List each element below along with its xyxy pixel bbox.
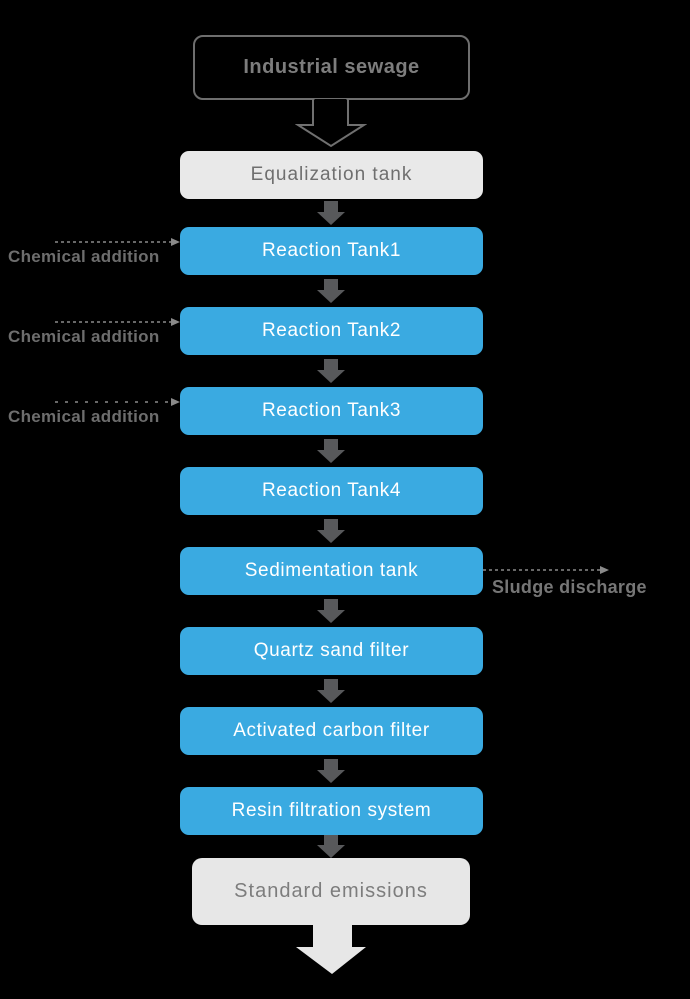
node-reaction-tank-4: Reaction Tank4 <box>180 467 483 515</box>
node-industrial-sewage-label: Industrial sewage <box>243 56 420 78</box>
down-arrow-icon <box>317 679 345 703</box>
node-reaction-tank-3-label: Reaction Tank3 <box>261 400 402 421</box>
node-industrial-sewage: Industrial sewage <box>193 35 470 100</box>
down-arrow-icon <box>317 834 345 858</box>
node-equalization-tank: Equalization tank <box>180 151 483 199</box>
dashed-arrow-right-icon <box>55 398 180 406</box>
node-reaction-tank-2-label: Reaction Tank2 <box>261 320 402 341</box>
hollow-down-arrow-icon <box>295 99 367 148</box>
down-arrow-icon <box>317 359 345 383</box>
label-sludge-discharge: Sludge discharge <box>492 576 662 598</box>
dashed-arrow-right-icon <box>55 238 180 246</box>
big-down-arrow-icon <box>296 925 366 974</box>
node-sedimentation-tank: Sedimentation tank <box>180 547 483 595</box>
node-reaction-tank-4-label: Reaction Tank4 <box>261 480 402 501</box>
node-resin-filtration-system: Resin filtration system <box>180 787 483 835</box>
down-arrow-icon <box>317 759 345 783</box>
node-reaction-tank-1: Reaction Tank1 <box>180 227 483 275</box>
node-resin-filtration-system-label: Resin filtration system <box>231 800 432 821</box>
node-activated-carbon-filter: Activated carbon filter <box>180 707 483 755</box>
label-chemical-addition-3-text: Chemical addition <box>8 407 160 426</box>
node-equalization-tank-label: Equalization tank <box>250 164 413 185</box>
node-sedimentation-tank-label: Sedimentation tank <box>244 560 419 581</box>
label-chemical-addition-3: Chemical addition <box>8 406 180 428</box>
down-arrow-icon <box>317 201 345 225</box>
down-arrow-icon <box>317 439 345 463</box>
node-reaction-tank-3: Reaction Tank3 <box>180 387 483 435</box>
label-chemical-addition-2: Chemical addition <box>8 326 180 348</box>
label-chemical-addition-1: Chemical addition <box>8 246 180 268</box>
label-sludge-discharge-text: Sludge discharge <box>492 576 647 597</box>
down-arrow-icon <box>317 599 345 623</box>
node-activated-carbon-filter-label: Activated carbon filter <box>233 720 430 741</box>
node-reaction-tank-2: Reaction Tank2 <box>180 307 483 355</box>
down-arrow-icon <box>317 519 345 543</box>
down-arrow-icon <box>317 279 345 303</box>
node-quartz-sand-filter: Quartz sand filter <box>180 627 483 675</box>
node-reaction-tank-1-label: Reaction Tank1 <box>261 240 402 261</box>
label-chemical-addition-1-text: Chemical addition <box>8 247 160 266</box>
dashed-arrow-right-icon <box>55 318 180 326</box>
dashed-arrow-right-icon <box>483 566 609 574</box>
node-standard-emissions-label: Standard emissions <box>234 880 428 902</box>
label-chemical-addition-2-text: Chemical addition <box>8 327 160 346</box>
node-standard-emissions: Standard emissions <box>192 858 470 925</box>
node-quartz-sand-filter-label: Quartz sand filter <box>253 640 410 661</box>
